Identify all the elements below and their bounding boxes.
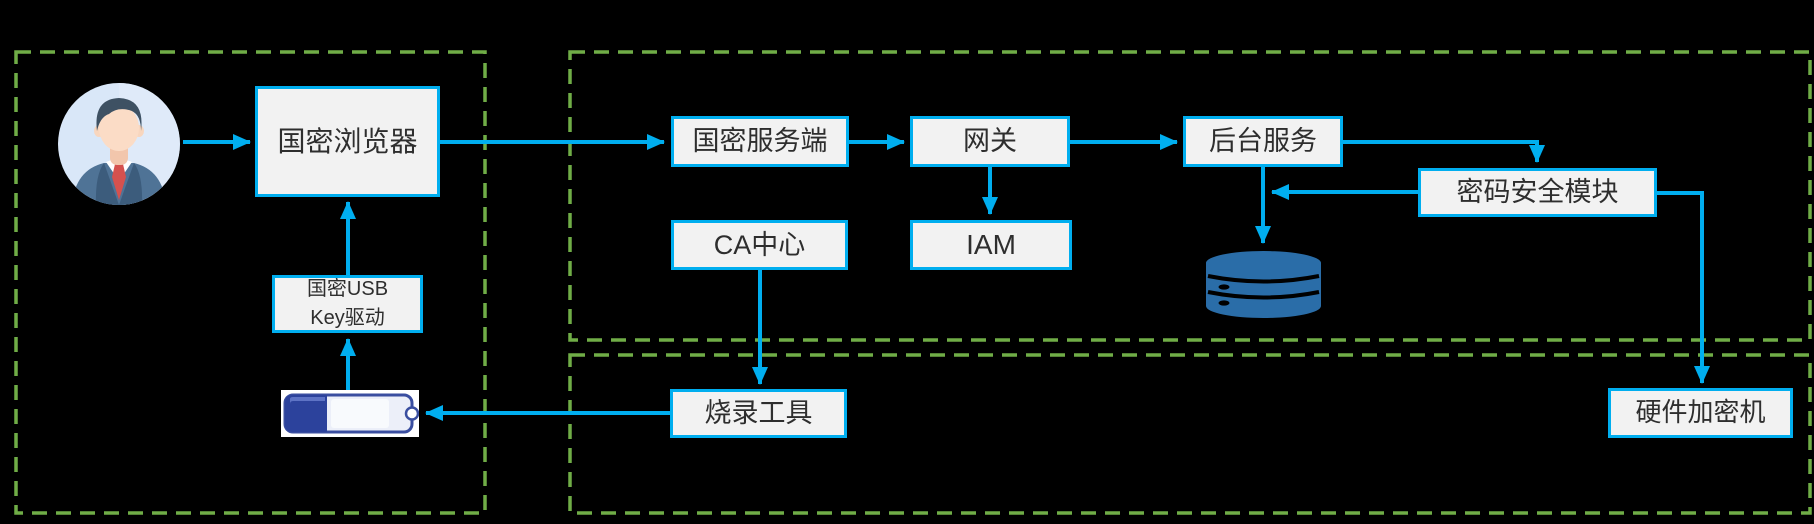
server-zone-bottom-border <box>568 353 1812 515</box>
node-usb-key-driver-line1: 国密USB <box>306 278 389 300</box>
database-icon <box>1206 251 1321 318</box>
node-sm-server-label: 国密服务端 <box>692 126 828 157</box>
node-crypto-module: 密码安全模块 <box>1418 168 1657 217</box>
node-gateway: 网关 <box>910 116 1070 167</box>
arrow-backend-to-crypto-module <box>1343 140 1545 163</box>
node-browser: 国密浏览器 <box>255 86 440 197</box>
avatar-hair <box>96 98 142 131</box>
avatar-face <box>99 105 139 151</box>
server-zone-top-border <box>568 50 1812 342</box>
usb-notch <box>404 406 419 421</box>
node-burn-tool: 烧录工具 <box>670 389 847 438</box>
client-zone-border <box>14 50 487 515</box>
node-ca-center: CA中心 <box>671 220 848 270</box>
node-crypto-module-label: 密码安全模块 <box>1456 177 1619 208</box>
node-ca-center-label: CA中心 <box>713 229 806 260</box>
node-sm-server: 国密服务端 <box>671 116 849 167</box>
node-iam: IAM <box>910 220 1072 270</box>
node-backend: 后台服务 <box>1183 116 1343 167</box>
node-iam-label: IAM <box>966 229 1016 261</box>
node-usb-key-driver-line2: Key驱动 <box>310 307 385 329</box>
node-burn-tool-label: 烧录工具 <box>704 398 813 429</box>
usb-cap <box>285 395 327 432</box>
node-backend-label: 后台服务 <box>1209 126 1317 157</box>
node-hsm: 硬件加密机 <box>1608 388 1793 438</box>
usb-key-icon <box>281 390 419 437</box>
arrow-crypto-module-to-hsm <box>1657 191 1710 384</box>
avatar-tie <box>112 164 126 200</box>
node-gateway-label: 网关 <box>963 126 1017 157</box>
node-hsm-label: 硬件加密机 <box>1635 397 1766 428</box>
user-avatar-icon <box>58 83 180 205</box>
node-browser-label: 国密浏览器 <box>277 125 418 157</box>
node-usb-key-driver: 国密USB Key驱动 <box>272 275 423 333</box>
